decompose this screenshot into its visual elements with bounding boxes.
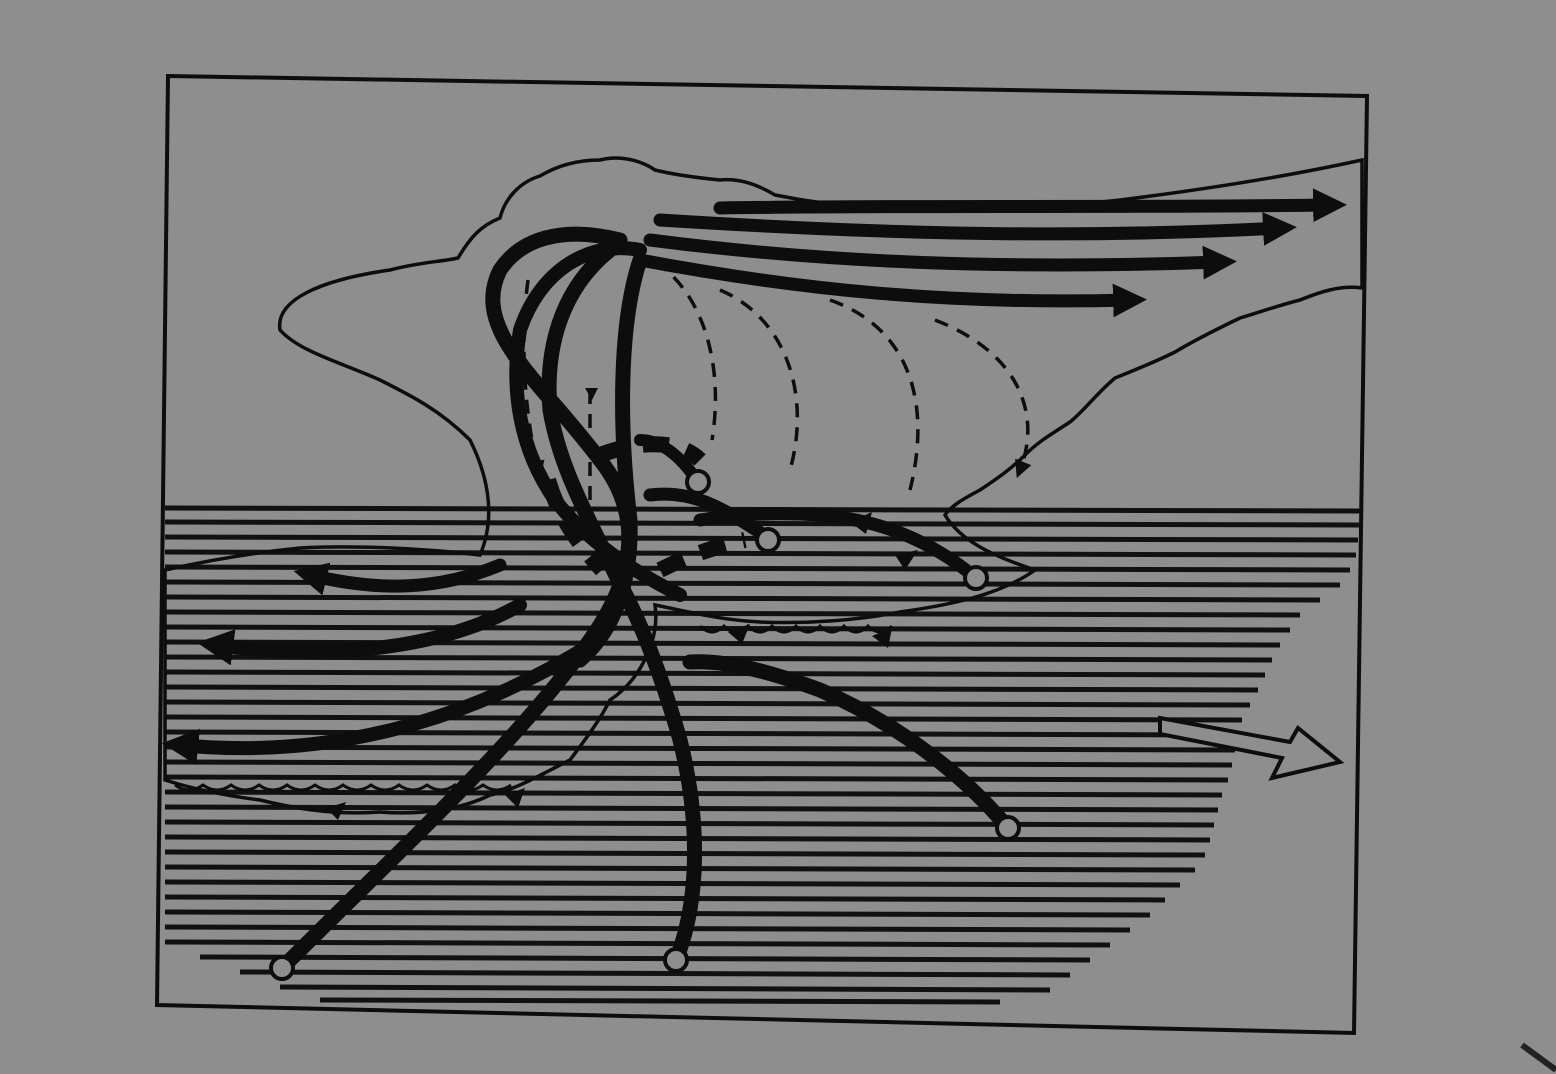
ring-endpoint-5 <box>757 529 779 551</box>
ring-endpoint-3 <box>997 817 1019 839</box>
ring-endpoint-6 <box>687 471 709 493</box>
outflow-arrow-1 <box>720 205 1330 208</box>
ring-endpoint-4 <box>965 567 987 589</box>
ring-endpoint-2 <box>665 949 687 971</box>
ring-endpoint-1 <box>271 957 293 979</box>
